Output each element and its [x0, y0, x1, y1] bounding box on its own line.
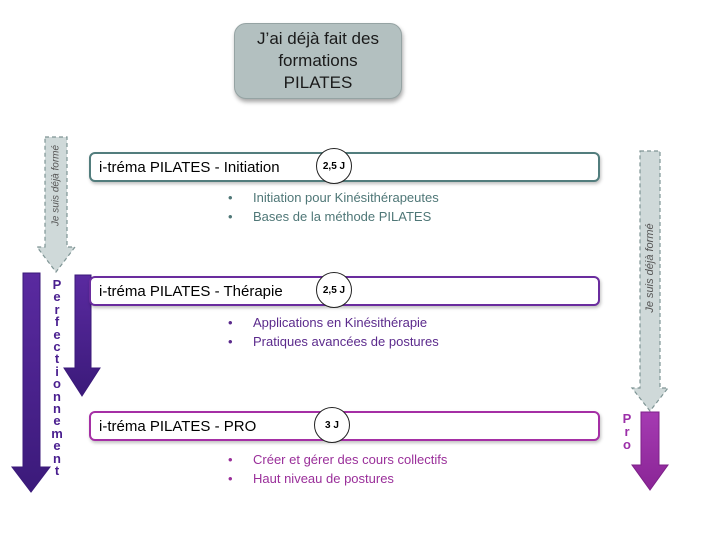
list-item: •Initiation pour Kinésithérapeutes: [228, 190, 439, 205]
vertical-letter: e: [53, 438, 61, 454]
bullet-list-initiation: •Initiation pour Kinésithérapeutes •Base…: [228, 188, 439, 226]
vertical-letter: t: [54, 351, 60, 367]
dashed-down-arrow-icon: [35, 136, 77, 273]
vertical-letter: n: [53, 388, 61, 404]
title-line-2: formations PILATES: [278, 51, 358, 92]
vertical-letter: t: [54, 463, 60, 479]
left-dashed-arrow-label: Je suis déjà formé: [50, 144, 62, 227]
vertical-letter: r: [54, 301, 60, 317]
title-line-1: J’ai déjà fait des: [257, 29, 379, 48]
vertical-letter: c: [53, 339, 61, 355]
vertical-letter: P: [52, 277, 62, 292]
vertical-letter: o: [623, 437, 631, 452]
list-item: •Applications en Kinésithérapie: [228, 315, 428, 330]
vertical-letter: e: [53, 413, 61, 429]
vertical-letter: f: [54, 314, 60, 330]
course-name: i-tréma PILATES - Initiation: [99, 159, 280, 176]
duration-badge: 2,5 J: [316, 272, 352, 308]
duration-badge: 3 J: [314, 407, 350, 443]
course-name: i-tréma PILATES - Thérapie: [99, 283, 283, 300]
vertical-letter: n: [53, 450, 61, 466]
vertical-letter: o: [53, 376, 61, 392]
list-item: •Bases de la méthode PILATES: [228, 209, 432, 224]
down-arrow-icon: [631, 411, 669, 491]
bullet-list-pro: •Créer et gérer des cours collectifs •Ha…: [228, 450, 448, 488]
vertical-letter: P: [622, 411, 632, 426]
vertical-letter: i: [55, 363, 59, 379]
right-dashed-arrow-label: Je suis déjà formé: [644, 223, 656, 313]
vertical-letter: e: [53, 289, 61, 305]
bullet-list-therapie: •Applications en Kinésithérapie •Pratiqu…: [228, 313, 439, 351]
course-name: i-tréma PILATES - PRO: [99, 418, 257, 435]
title-box: J’ai déjà fait des formations PILATES: [234, 23, 402, 99]
down-arrow-icon: [10, 272, 52, 493]
vertical-letter: m: [51, 425, 63, 441]
list-item: •Haut niveau de postures: [228, 471, 394, 486]
list-item: •Créer et gérer des cours collectifs: [228, 452, 448, 467]
dashed-down-arrow-icon: [630, 150, 670, 412]
vertical-letter: e: [53, 326, 61, 342]
vertical-letter: r: [624, 424, 630, 439]
vertical-letter: n: [53, 401, 61, 417]
list-item: •Pratiques avancées de postures: [228, 334, 439, 349]
duration-badge: 2,5 J: [316, 148, 352, 184]
